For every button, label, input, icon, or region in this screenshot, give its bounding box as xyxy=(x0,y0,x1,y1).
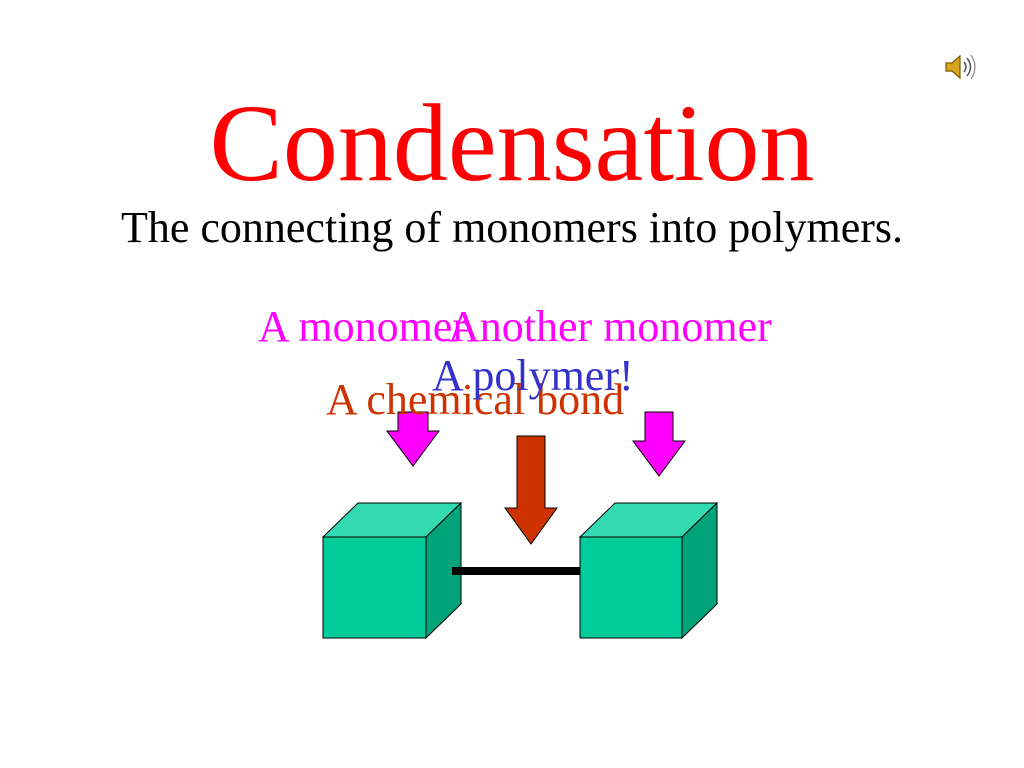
arrow-down-icon xyxy=(386,411,440,467)
slide-title: Condensation xyxy=(209,82,815,204)
cube-icon-right xyxy=(578,501,719,640)
arrow-down-icon xyxy=(632,411,686,477)
label-monomer: A monomer xyxy=(258,302,467,351)
arrow-down-icon xyxy=(504,435,558,545)
label-polymer: A polymer! xyxy=(432,351,634,400)
label-chemical-bond: A chemical bond xyxy=(326,375,625,424)
speaker-icon[interactable] xyxy=(944,52,980,82)
label-another-monomer: Another monomer xyxy=(448,302,772,351)
slide-subtitle: The connecting of monomers into polymers… xyxy=(120,203,904,252)
cube-icon-left xyxy=(321,501,463,640)
